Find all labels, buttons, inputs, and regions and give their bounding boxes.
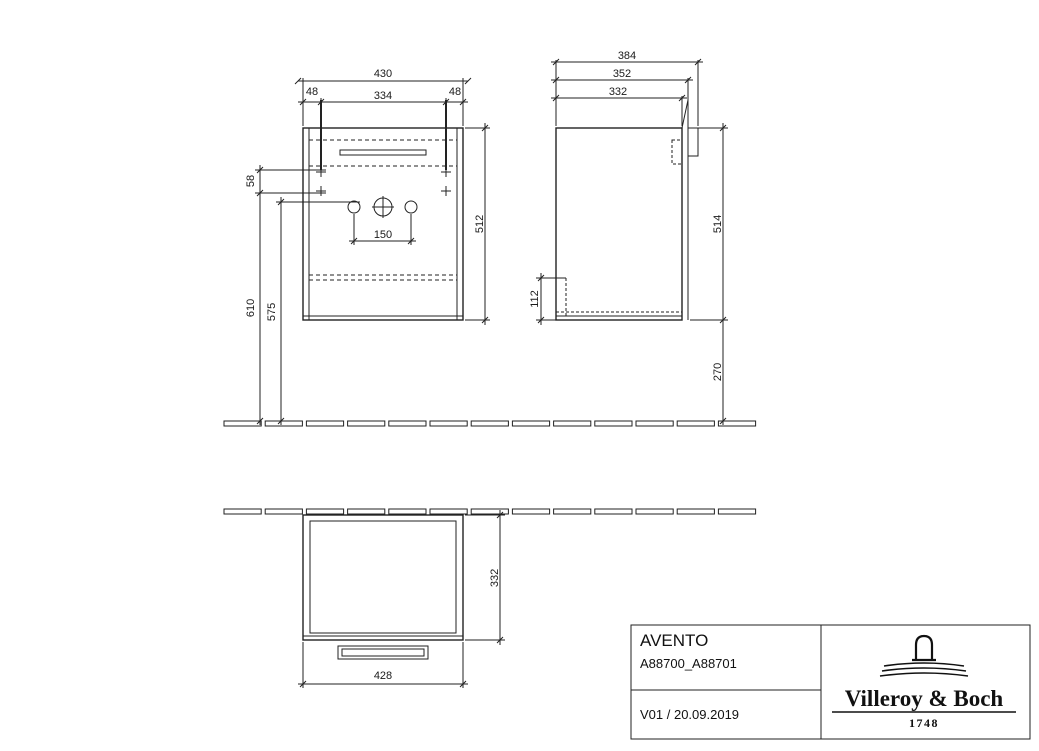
strip-segment [594, 508, 633, 515]
hole-right [404, 200, 418, 214]
strip-segment [594, 420, 633, 427]
strip-segment [305, 420, 345, 427]
brand-year: 1748 [909, 716, 939, 730]
title-block [630, 624, 1031, 740]
dim-front-height: 512 [474, 215, 486, 233]
wall-strip [223, 508, 757, 515]
front-handle [339, 149, 427, 156]
strip-segment [347, 420, 386, 427]
dim-side-332: 332 [609, 86, 627, 98]
floor-strip [223, 420, 757, 427]
front-hidden-lines [309, 139, 457, 281]
strip-segment [264, 420, 303, 427]
strip-segment [635, 420, 674, 427]
strip-segment [347, 508, 386, 515]
dim-side-left: 48 [306, 86, 318, 98]
dim-height-610: 610 [245, 299, 257, 317]
fountain-icon [879, 634, 969, 677]
strip-segment [676, 420, 715, 427]
strip-segment [635, 508, 674, 515]
strip-segment [388, 420, 427, 427]
dim-side-112: 112 [529, 290, 541, 308]
strip-segment [429, 420, 468, 427]
brand-name: Villeroy & Boch [845, 686, 1004, 711]
dim-side-height: 514 [712, 215, 724, 233]
strip-segment [511, 508, 551, 515]
strip-segment [388, 508, 427, 515]
strip-segment [676, 508, 715, 515]
dim-top-depth: 332 [489, 569, 501, 587]
dim-side-right: 48 [449, 86, 461, 98]
hole-left [347, 200, 361, 214]
brand-logo: Villeroy & Boch 1748 [832, 634, 1016, 730]
side-cabinet-outline [555, 127, 683, 321]
article-number: A88700_A88701 [640, 656, 737, 671]
dim-hole-offset: 58 [245, 175, 257, 187]
strip-segment [470, 508, 509, 515]
strip-segment [717, 420, 757, 427]
strip-segment [223, 508, 262, 515]
strip-segment [429, 508, 468, 515]
top-cabinet-outline [302, 514, 464, 641]
strip-segment [264, 508, 303, 515]
side-view [536, 58, 728, 425]
front-view [255, 77, 490, 425]
dim-inner-width: 334 [374, 90, 392, 102]
dim-side-384: 384 [618, 50, 636, 62]
strip-segment [470, 420, 509, 427]
dim-top-width: 428 [374, 670, 392, 682]
product-name: AVENTO [640, 631, 708, 650]
front-cabinet-outline [302, 127, 464, 321]
version-date: V01 / 20.09.2019 [640, 707, 739, 722]
dim-tap-spacing: 150 [374, 229, 392, 241]
strip-segment [223, 420, 262, 427]
strip-segment [553, 508, 592, 515]
strip-segment [717, 508, 757, 515]
strip-segment [553, 420, 592, 427]
dim-total-width: 430 [374, 68, 392, 80]
top-handle [337, 645, 429, 660]
strip-segment [511, 420, 551, 427]
top-view [298, 510, 505, 688]
strip-segment [305, 508, 345, 515]
dim-side-352: 352 [613, 68, 631, 80]
dim-floor-270: 270 [712, 363, 724, 381]
dim-height-575: 575 [266, 303, 278, 321]
